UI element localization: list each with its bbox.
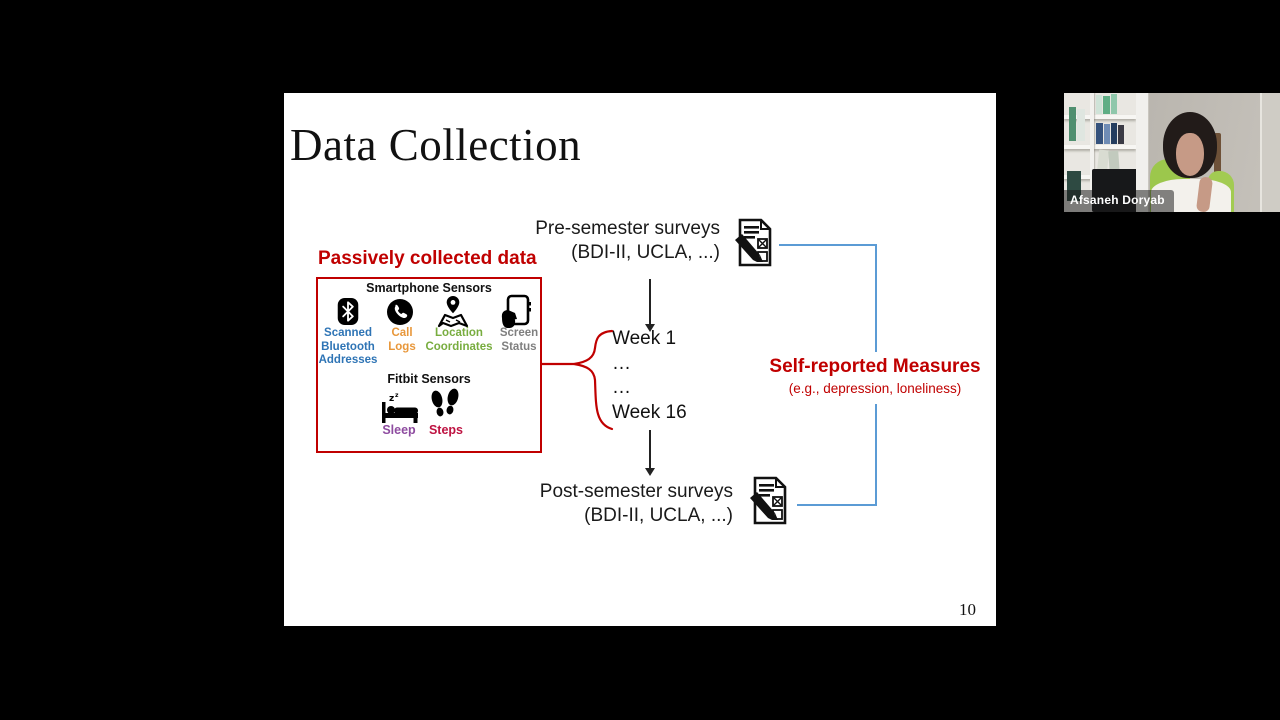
shared-slide: Data Collection Pre-semester surveys (BD… — [284, 93, 996, 626]
door-frame — [1136, 93, 1149, 212]
down-arrow-weeks-to-post — [642, 430, 658, 476]
book-spine — [1103, 96, 1110, 114]
red-curly-brace — [534, 329, 614, 431]
book-spine — [1096, 123, 1103, 144]
sensor-label-screen-status: Screen Status — [499, 327, 539, 353]
passively-collected-box: Smartphone Sensors — [316, 277, 542, 453]
slide-page-number: 10 — [959, 600, 976, 619]
pre-semester-line2: (BDI-II, UCLA, ...) — [571, 242, 720, 263]
connector-blue-vertical-upper — [875, 244, 877, 352]
survey-document-icon — [735, 218, 772, 267]
participant-name-label: Afsaneh Doryab — [1064, 190, 1174, 212]
footprints-icon — [431, 388, 459, 417]
down-arrow-pre-to-weeks — [642, 279, 658, 332]
smartphone-sensors-heading: Smartphone Sensors — [366, 281, 492, 295]
pre-semester-line1: Pre-semester surveys — [535, 218, 720, 239]
sensor-label-steps: Steps — [428, 423, 464, 437]
timeline-week-end: Week 16 — [612, 401, 687, 423]
svg-text:z: z — [389, 394, 394, 404]
sensor-label-bluetooth: Scanned Bluetooth Addresses — [318, 327, 378, 366]
slide-title: Data Collection — [290, 120, 582, 170]
sensor-label-call-logs: Call Logs — [388, 327, 416, 353]
survey-document-icon — [750, 476, 787, 525]
pre-semester-label: Pre-semester surveys (BDI-II, UCLA, ...) — [484, 217, 720, 265]
phone-call-icon — [387, 299, 413, 325]
wall-hanging — [1214, 133, 1221, 195]
book-spine — [1104, 124, 1110, 144]
post-semester-label: Post-semester surveys (BDI-II, UCLA, ...… — [497, 480, 733, 528]
post-semester-line2: (BDI-II, UCLA, ...) — [584, 505, 733, 526]
map-location-pin-icon — [437, 296, 469, 328]
self-reported-title: Self-reported Measures — [769, 356, 981, 377]
sleep-bed-icon: z z — [382, 392, 418, 423]
book-spine — [1069, 107, 1076, 141]
connector-blue-vertical-lower — [875, 404, 877, 506]
timeline-ellipsis: … — [612, 377, 631, 398]
door — [1260, 93, 1280, 212]
sensor-label-sleep: Sleep — [382, 423, 416, 437]
timeline-week-start: Week 1 — [612, 328, 677, 349]
book-spine — [1111, 123, 1117, 144]
timeline-ellipsis: … — [612, 352, 631, 374]
phone-in-hand-icon — [501, 294, 531, 328]
fitbit-sensors-heading: Fitbit Sensors — [387, 372, 471, 386]
participant-face — [1176, 133, 1204, 176]
book-spine — [1111, 94, 1117, 114]
webcam-video-tile[interactable]: Afsaneh Doryab — [1064, 93, 1280, 212]
connector-blue-top — [779, 244, 877, 246]
passively-collected-heading: Passively collected data — [318, 248, 537, 269]
svg-text:z: z — [395, 392, 399, 399]
week-timeline: Week 1 … … Week 16 — [612, 327, 687, 425]
book-spine — [1077, 109, 1085, 141]
book-spine — [1096, 95, 1102, 114]
bluetooth-icon — [337, 298, 359, 325]
book-spine — [1118, 125, 1124, 144]
self-reported-measures: Self-reported Measures (e.g., depression… — [765, 354, 985, 397]
connector-blue-bottom — [797, 504, 877, 506]
self-reported-subtitle: (e.g., depression, loneliness) — [788, 381, 962, 396]
post-semester-line1: Post-semester surveys — [539, 481, 733, 502]
sensor-label-location: Location Coordinates — [425, 327, 493, 353]
